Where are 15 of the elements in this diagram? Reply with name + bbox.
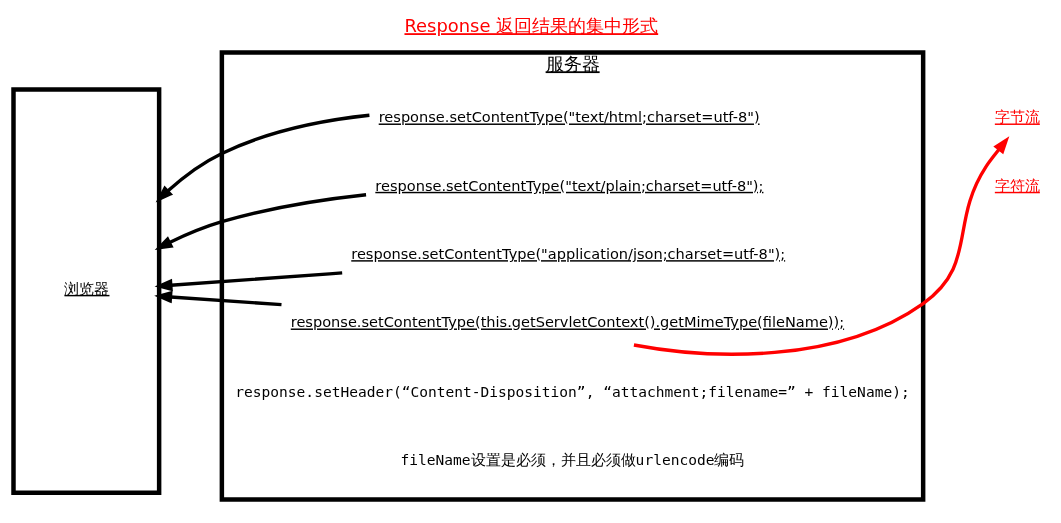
- node-text: response.setContentType("text/html;charset=utf-8"): [378, 108, 760, 126]
- arrow: [154, 290, 282, 307]
- diagram-title: Response 返回结果的集中形式: [404, 15, 659, 37]
- node-text: response.setContentType(this.getServletContext().getMimeType(fileName));: [290, 313, 845, 331]
- node-text: response.setContentType("application/json;charset=utf-8");: [351, 245, 786, 263]
- arrow: [155, 113, 370, 203]
- label: fileName设置是必须，并且必须做urlencode编码: [400, 451, 745, 469]
- arrow: [633, 136, 1010, 356]
- label: 字符流: [994, 176, 1040, 194]
- node-text: response.setContentType("text/plain;charset=utf-8");: [375, 176, 764, 194]
- arrow: [154, 271, 343, 292]
- label: response.setHeader(“Content-Disposition”, “attachment;filename=” + fileName);: [235, 382, 910, 400]
- node-text: 字节流: [994, 108, 1040, 126]
- node-box: 浏览器: [11, 87, 162, 496]
- arrow: [154, 193, 367, 250]
